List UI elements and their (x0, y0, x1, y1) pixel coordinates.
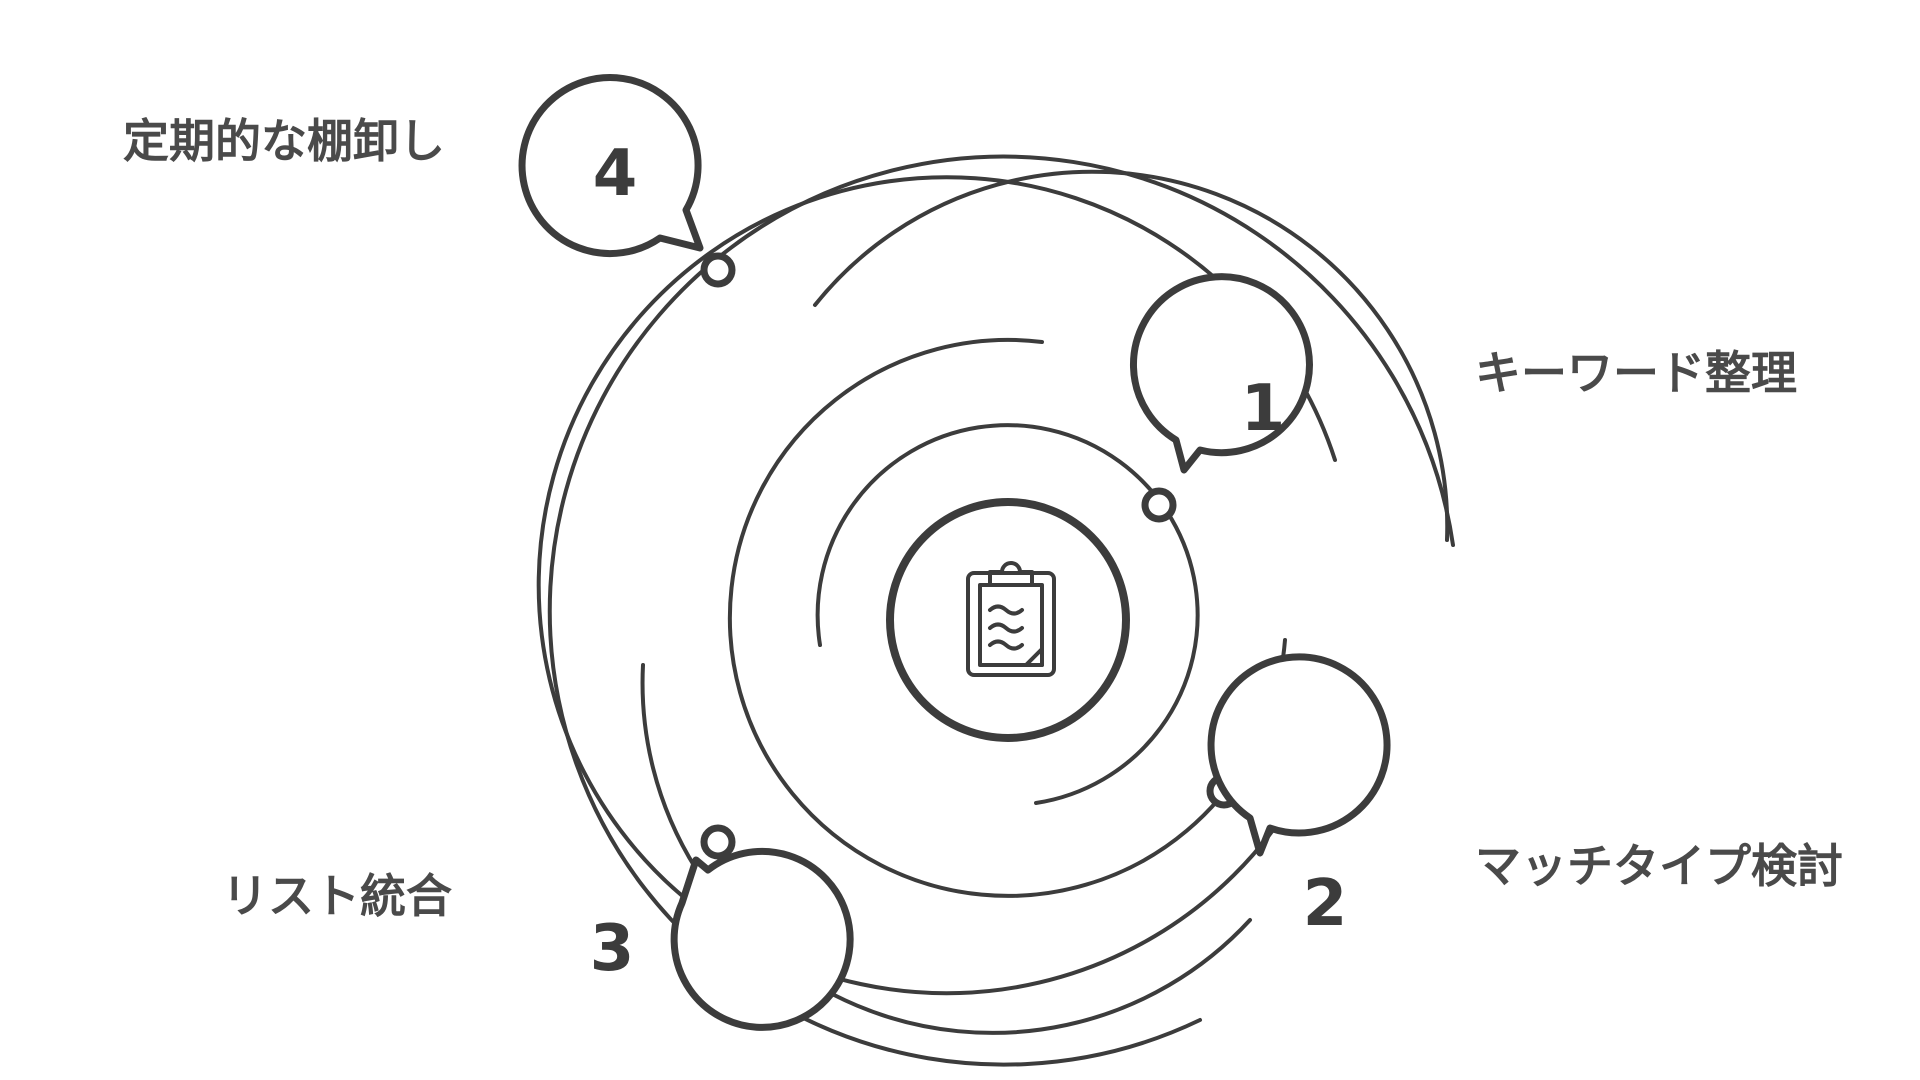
ring-5 (815, 423, 1200, 805)
step-number-4: 4 (593, 137, 638, 211)
bubble-4 (518, 74, 704, 258)
step-number-2: 2 (1303, 867, 1348, 941)
step-number-1: 1 (1241, 372, 1286, 446)
bubble-1 (1130, 273, 1313, 474)
ring-2 (536, 175, 1337, 996)
dot-4 (700, 252, 736, 288)
step-number-3: 3 (590, 912, 635, 986)
clipboard-icon (966, 561, 1056, 677)
step-label-2: マッチタイプ検討 (1475, 839, 1843, 893)
ring-3 (813, 169, 1450, 542)
bubble-3 (670, 847, 854, 1031)
dot-3 (700, 824, 736, 860)
outer-ring (547, 154, 1455, 1067)
center-circle (886, 498, 1130, 742)
step-label-1: キーワード整理 (1475, 346, 1797, 400)
dot-1 (1141, 487, 1177, 523)
step-label-4: 定期的な棚卸し (123, 114, 445, 168)
ring-4 (727, 337, 1287, 898)
step-label-3: リスト統合 (222, 869, 452, 923)
bubble-2 (1207, 653, 1391, 857)
ring-3b (640, 663, 1252, 1035)
